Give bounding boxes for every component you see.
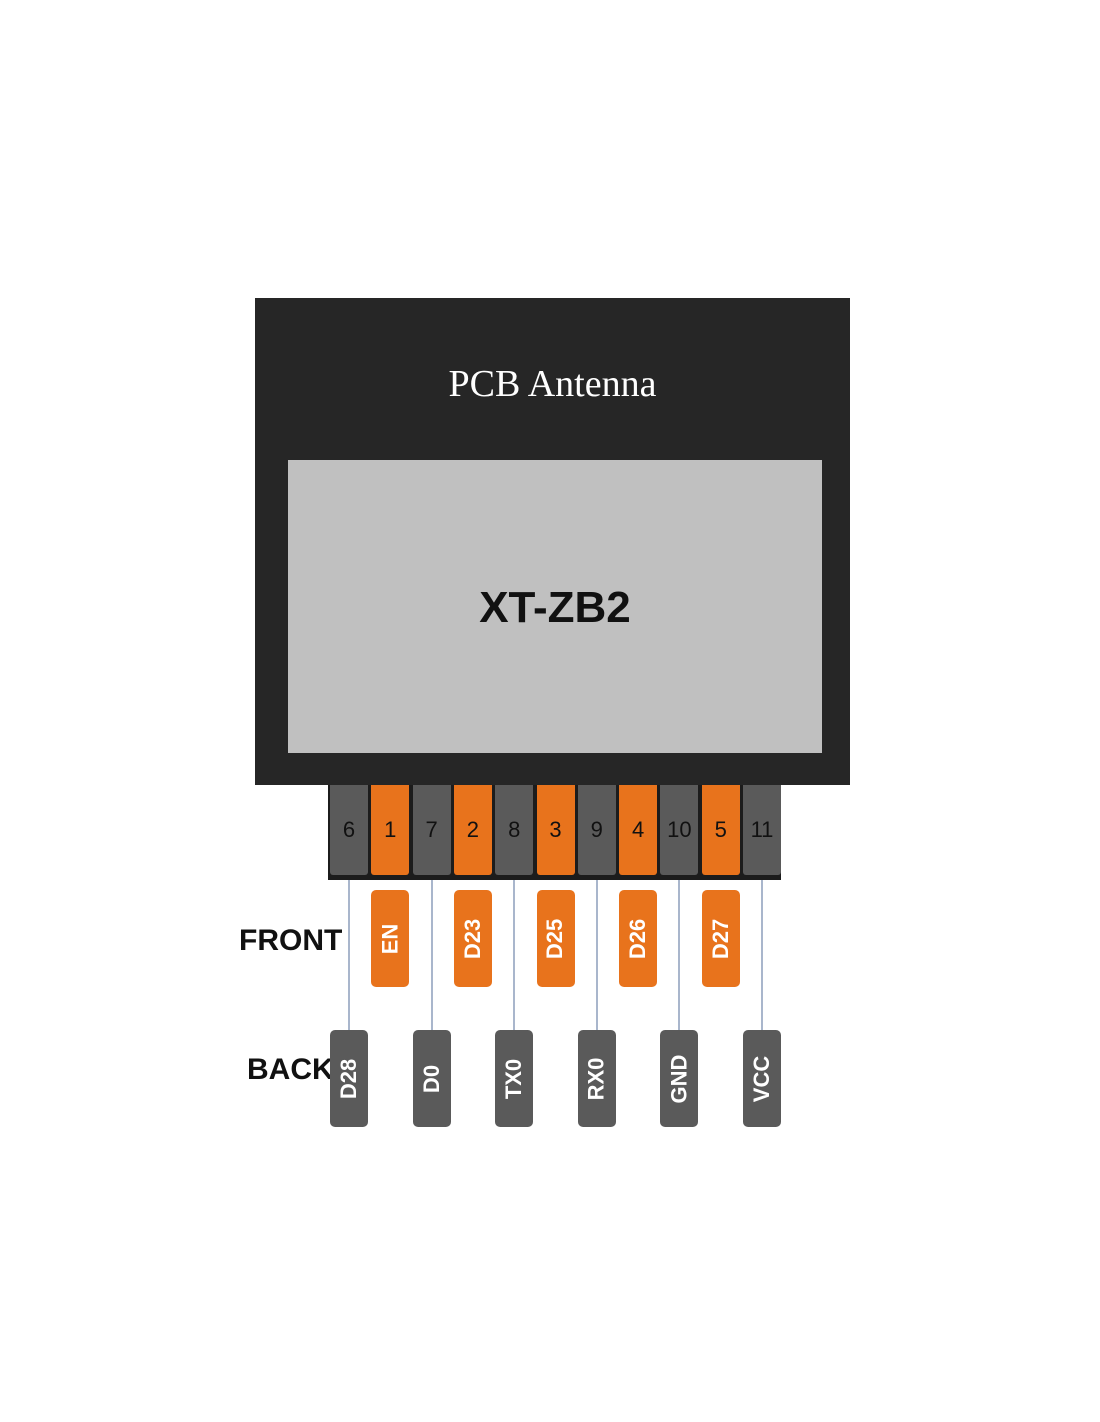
pin-5: 5	[701, 785, 740, 875]
pin-6: 6	[330, 785, 368, 875]
pin-8: 8	[495, 785, 534, 875]
front-pin-text: D26	[625, 918, 651, 959]
chip-label: XT-ZB2	[479, 583, 631, 632]
front-pin-text: D25	[542, 918, 568, 959]
front-pin-label: EN	[371, 890, 410, 987]
pin-4: 4	[619, 785, 658, 875]
back-pin-label: VCC	[743, 1030, 781, 1127]
pin-2: 2	[453, 785, 492, 875]
antenna-label: PCB Antenna	[448, 363, 657, 405]
pin-7: 7	[412, 785, 451, 875]
pin-1: 1	[371, 785, 410, 875]
front-pin-text: D23	[459, 918, 485, 959]
connector-line	[761, 880, 763, 1030]
chip-area: XT-ZB2	[288, 460, 822, 753]
back-pin-label: RX0	[577, 1030, 616, 1127]
back-pin-label: D28	[330, 1030, 368, 1127]
front-pin-label: D27	[701, 890, 740, 987]
connector-line	[348, 880, 350, 1030]
front-pin-label: D26	[619, 890, 658, 987]
connector-line	[595, 880, 598, 1030]
connector-line	[430, 880, 433, 1030]
back-pin-text: TX0	[501, 1058, 527, 1099]
pin-9: 9	[577, 785, 616, 875]
pin-3: 3	[536, 785, 575, 875]
front-pin-label: D23	[453, 890, 492, 987]
back-pin-text: D0	[418, 1064, 444, 1093]
back-pin-text: D28	[336, 1058, 362, 1099]
back-pin-text: GND	[666, 1054, 692, 1103]
pin-11: 11	[743, 785, 781, 875]
front-pin-text: EN	[377, 923, 403, 954]
front-pin-label: D25	[536, 890, 575, 987]
back-pin-text: VCC	[749, 1055, 775, 1102]
back-pin-text: RX0	[583, 1057, 609, 1100]
connector-line	[678, 880, 681, 1030]
connector-line	[513, 880, 516, 1030]
back-pin-label: D0	[412, 1030, 451, 1127]
front-label: FRONT	[239, 924, 343, 957]
module-body: PCB Antenna XT-ZB2	[255, 298, 850, 785]
front-pin-text: D27	[707, 918, 733, 959]
back-pin-label: TX0	[495, 1030, 534, 1127]
back-pin-label: GND	[660, 1030, 699, 1127]
pin-10: 10	[660, 785, 699, 875]
back-label: BACK	[247, 1053, 334, 1086]
